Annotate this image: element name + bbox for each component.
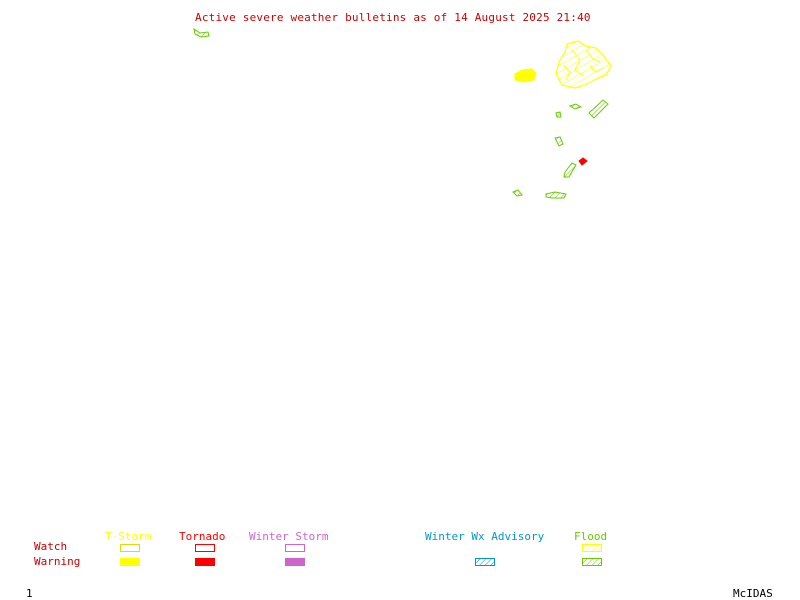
flood-watch-swatch bbox=[582, 544, 602, 552]
frame-number: 1 bbox=[26, 587, 33, 600]
bulletin-map bbox=[193, 27, 612, 199]
flood-area bbox=[568, 103, 583, 110]
tornado-watch-swatch bbox=[195, 544, 215, 552]
tornado-warning-swatch bbox=[195, 558, 215, 566]
winter-storm-warning-swatch bbox=[285, 558, 305, 566]
winter-advisory-swatch bbox=[475, 558, 495, 566]
tornado-warning-area bbox=[578, 157, 588, 166]
legend-winter-storm-label: Winter Storm bbox=[249, 530, 329, 543]
credit-label: McIDAS bbox=[733, 587, 773, 600]
legend-flood-label: Flood bbox=[574, 530, 608, 543]
tstorm-watch-area bbox=[555, 40, 612, 89]
legend-tornado-label: Tornado bbox=[179, 530, 226, 543]
legend-tstorm-label: T-Storm bbox=[105, 530, 152, 543]
legend-watch-row-label: Watch bbox=[34, 540, 68, 553]
flood-area bbox=[563, 162, 577, 178]
legend-warning-row-label: Warning bbox=[34, 555, 81, 568]
flood-area bbox=[193, 27, 210, 38]
winter-storm-watch-swatch bbox=[285, 544, 305, 552]
flood-area bbox=[545, 191, 567, 199]
tstorm-warning-swatch bbox=[120, 558, 140, 566]
flood-area bbox=[554, 136, 564, 147]
flood-area bbox=[512, 189, 523, 197]
tstorm-warning-area bbox=[514, 68, 537, 83]
flood-area bbox=[555, 111, 562, 118]
tstorm-watch-swatch bbox=[120, 544, 140, 552]
flood-area bbox=[588, 99, 609, 119]
map-title: Active severe weather bulletins as of 14… bbox=[195, 11, 591, 24]
legend-winter-advisory-label: Winter Wx Advisory bbox=[425, 530, 545, 543]
flood-warning-swatch bbox=[582, 558, 602, 566]
